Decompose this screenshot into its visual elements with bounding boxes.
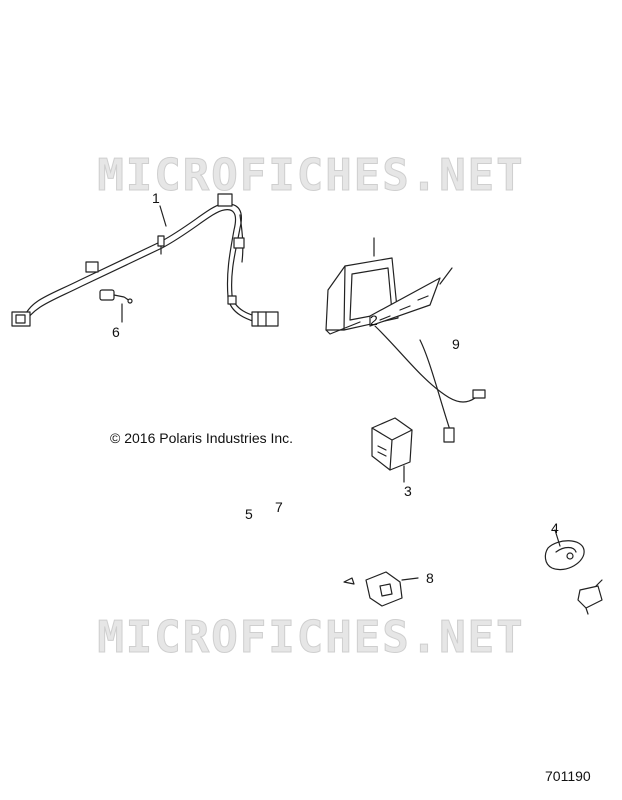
callout-2: 2 <box>370 312 378 328</box>
leader-line-1 <box>159 205 167 227</box>
callout-4: 4 <box>551 520 559 536</box>
callout-3: 3 <box>404 483 412 499</box>
callout-9: 9 <box>452 336 460 352</box>
callout-1: 1 <box>152 190 160 206</box>
callout-6: 6 <box>112 324 120 340</box>
wire-harness-part-1[interactable] <box>11 193 279 327</box>
watermark-top: MICROFICHES.NET <box>97 150 525 202</box>
callout-7: 7 <box>275 499 283 515</box>
mount-bracket-part-8[interactable] <box>343 571 419 607</box>
control-box-part-3[interactable] <box>371 417 413 483</box>
key-fob-part-4[interactable] <box>544 529 603 615</box>
watermark-bottom: MICROFICHES.NET <box>97 612 525 664</box>
copyright-notice: © 2016 Polaris Industries Inc. <box>110 430 294 446</box>
bracket-part-9[interactable] <box>369 267 486 443</box>
figure-number: 701190 <box>545 768 591 784</box>
callout-8: 8 <box>426 570 434 586</box>
callout-5: 5 <box>245 506 253 522</box>
sensor-part-6[interactable] <box>99 289 133 323</box>
